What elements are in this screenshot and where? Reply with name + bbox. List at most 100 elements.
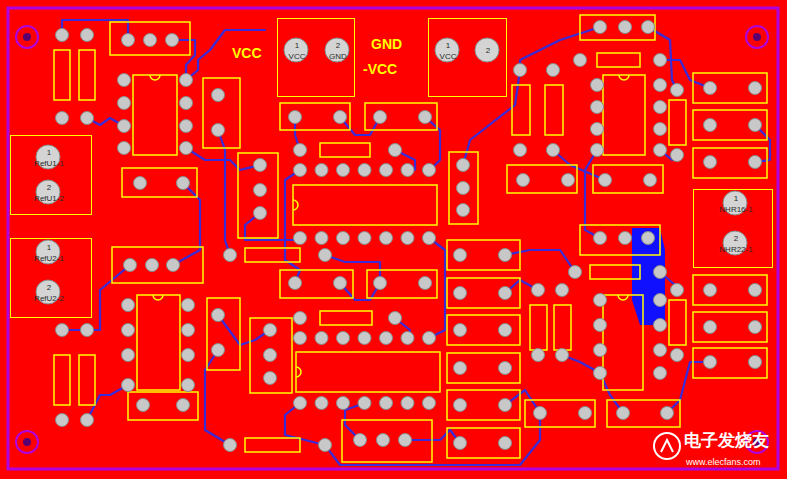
solder-pad [514, 144, 527, 157]
solder-pad [594, 367, 607, 380]
solder-pad [749, 119, 762, 132]
silkscreen-outline [447, 353, 520, 383]
silkscreen-outline [342, 420, 432, 462]
solder-pad [167, 259, 180, 272]
solder-pad [419, 111, 432, 124]
hole-ring [16, 26, 38, 48]
silkscreen-outline [447, 240, 520, 270]
trace-layer [62, 20, 770, 465]
connector-pad [475, 38, 499, 62]
solder-pad [294, 144, 307, 157]
solder-pad [556, 284, 569, 297]
silkscreen-outline [122, 168, 197, 197]
solder-pad [212, 124, 225, 137]
solder-pad [454, 399, 467, 412]
silkscreen-outline [603, 295, 643, 390]
solder-pad [457, 182, 470, 195]
solder-pad [654, 344, 667, 357]
silkscreen-outline [293, 185, 437, 225]
silkscreen-outline [320, 311, 372, 325]
solder-pad [749, 321, 762, 334]
solder-pad [419, 277, 432, 290]
solder-pad [354, 434, 367, 447]
solder-pad [380, 164, 393, 177]
copper-trace [218, 315, 270, 345]
board-outline [8, 8, 778, 469]
solder-pad [118, 142, 131, 155]
copper-trace [660, 60, 710, 88]
ic-notch [293, 200, 298, 210]
solder-pad [654, 144, 667, 157]
solder-pad [654, 79, 667, 92]
solder-pad [591, 144, 604, 157]
solder-pad [619, 21, 632, 34]
solder-pad [315, 332, 328, 345]
solder-pad [182, 379, 195, 392]
silkscreen-outline [449, 152, 478, 224]
pin-number: 2 [47, 184, 51, 192]
solder-pad [401, 232, 414, 245]
solder-pad [289, 111, 302, 124]
solder-pad [534, 407, 547, 420]
pin-number: 2 [734, 235, 738, 243]
connector-footprint: 1RefU2-12RefU2-2 [10, 238, 92, 318]
solder-pad [654, 319, 667, 332]
solder-pad [122, 379, 135, 392]
solder-pad [654, 294, 667, 307]
solder-pad [374, 277, 387, 290]
silkscreen-outline [250, 318, 292, 393]
silkscreen-outline [110, 22, 190, 55]
solder-pad [454, 324, 467, 337]
ic-notch [153, 295, 163, 300]
solder-pad [122, 324, 135, 337]
connector-pad [325, 38, 349, 62]
solder-pad [81, 29, 94, 42]
hole-ring [16, 431, 38, 453]
solder-pad [499, 362, 512, 375]
solder-pad [264, 324, 277, 337]
solder-pad [704, 284, 717, 297]
solder-pad [619, 232, 632, 245]
silkscreen-outline [693, 148, 767, 178]
silkscreen-outline [54, 50, 70, 100]
solder-pad [574, 54, 587, 67]
solder-pad [334, 277, 347, 290]
solder-pad [124, 259, 137, 272]
silkscreen-outline [669, 300, 686, 345]
silkscreen-outline [296, 352, 440, 392]
pin-name: VCC [289, 53, 306, 61]
solder-pad [144, 34, 157, 47]
copper-trace [205, 350, 230, 445]
solder-pad [380, 232, 393, 245]
copper-trace [173, 183, 200, 265]
solder-pad [294, 312, 307, 325]
solder-pad [166, 34, 179, 47]
solder-pad [423, 164, 436, 177]
silkscreen-outline [693, 348, 767, 378]
pin-number: 2 [336, 42, 340, 50]
solder-pad [594, 294, 607, 307]
solder-pad [594, 344, 607, 357]
solder-pad [182, 349, 195, 362]
solder-pad [122, 299, 135, 312]
connector-footprint: 1RefU1-12RefU1-2 [10, 135, 92, 215]
silkscreen-outline [447, 428, 520, 458]
silkscreen-outline [133, 75, 177, 155]
solder-pad [212, 344, 225, 357]
copper-trace [667, 362, 710, 413]
solder-pad [358, 397, 371, 410]
silkscreen-outline [593, 165, 663, 193]
solder-pad [122, 349, 135, 362]
silkscreen-layer [54, 15, 767, 462]
silkscreen-outline [128, 392, 198, 420]
pin-name: RefU2-1 [34, 255, 64, 263]
solder-pad [617, 407, 630, 420]
solder-pad [499, 249, 512, 262]
pin-name: VCC [440, 53, 457, 61]
silkscreen-outline [79, 355, 95, 405]
solder-pad [212, 309, 225, 322]
solder-pad [224, 249, 237, 262]
mounting-hole [16, 431, 38, 453]
solder-pad [671, 284, 684, 297]
solder-pad [212, 89, 225, 102]
